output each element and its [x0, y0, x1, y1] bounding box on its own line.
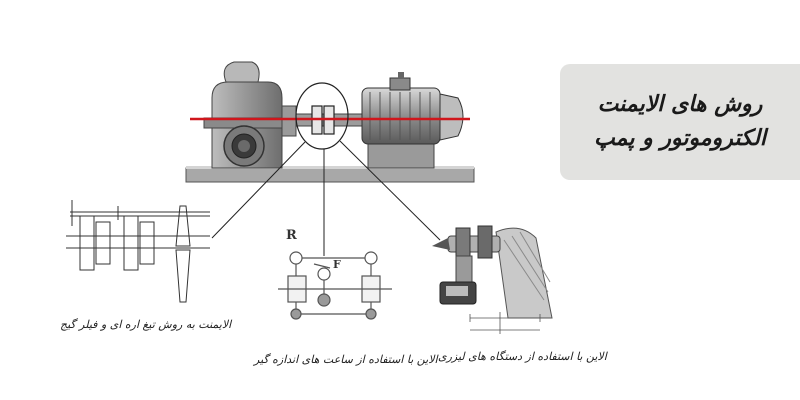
- label-f: F: [333, 258, 341, 271]
- label-r: R: [286, 228, 297, 243]
- leader-line-laser: [339, 140, 441, 241]
- coupling-focus-ellipse: [295, 82, 349, 150]
- title-line-2: الکتروموتور و پمپ: [594, 126, 767, 151]
- straightedge-sketch: [66, 200, 210, 303]
- title-panel: روش های الایمنت الکتروموتور و پمپ: [560, 64, 800, 180]
- title-line-1: روش های الایمنت: [597, 91, 763, 117]
- caption-straightedge: الایمنت به روش تیغ اره ای و فیلر گیج: [60, 318, 232, 331]
- caption-laser: الاین با استفاده از دستگاه های لیزری: [438, 350, 607, 363]
- base-plate: [185, 166, 475, 183]
- pump-casing: [203, 61, 297, 169]
- laser-device-sketch: [432, 225, 553, 334]
- dial-indicator-schematic: [278, 251, 392, 320]
- leader-line-straightedge: [211, 141, 306, 239]
- electric-motor: [361, 72, 464, 169]
- caption-dial-indicator: الاین با استفاده از ساعت های اندازه گیر: [254, 353, 438, 366]
